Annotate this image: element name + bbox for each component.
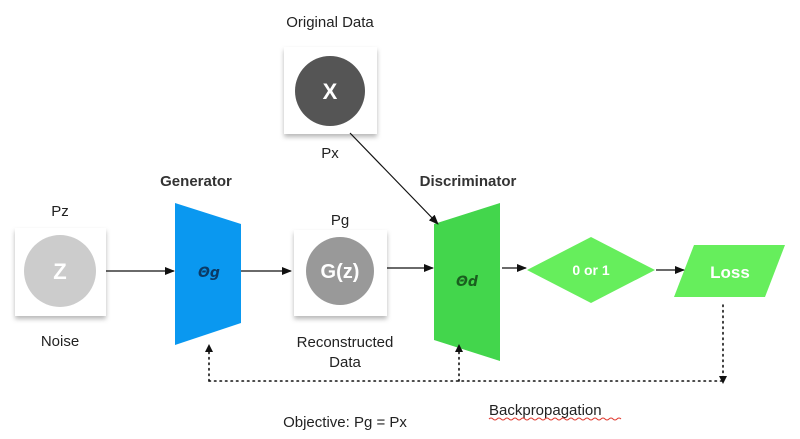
decision-diamond: [527, 237, 655, 303]
noise-distribution: Pz: [51, 203, 69, 220]
arrow-original-to-discriminator: [349, 132, 439, 225]
noise-symbol: Z: [53, 259, 66, 284]
decision-label: 0 or 1: [572, 262, 610, 278]
backprop-arrowhead-generator: [205, 344, 213, 352]
reconstructed-caption-line1: Reconstructed: [297, 334, 394, 351]
noise-circle: [24, 235, 96, 307]
original-data-circle: [295, 56, 365, 126]
backpropagation-label: Backpropagation: [489, 402, 602, 419]
original-data-distribution: Px: [321, 145, 339, 162]
generator-param: Θg: [198, 265, 220, 281]
discriminator-trapezoid: [434, 203, 500, 361]
discriminator-param: Θd: [456, 274, 479, 290]
discriminator-title: Discriminator: [420, 173, 517, 190]
backprop-arrowhead-down: [719, 376, 727, 384]
reconstructed-circle: [306, 237, 374, 305]
reconstructed-symbol: G(z): [321, 261, 360, 283]
reconstructed-distribution: Pg: [331, 212, 349, 229]
objective-label: Objective: Pg = Px: [283, 414, 407, 431]
spellcheck-underline: [488, 417, 622, 421]
noise-caption: Noise: [41, 333, 79, 350]
original-data-symbol: X: [323, 79, 338, 104]
reconstructed-caption-line2: Data: [329, 354, 361, 371]
generator-title: Generator: [160, 173, 232, 190]
loss-parallelogram: [674, 245, 785, 297]
generator-trapezoid: [175, 203, 241, 345]
original-data-title: Original Data: [286, 14, 374, 31]
loss-label: Loss: [710, 263, 750, 282]
backprop-arrowhead-discriminator: [455, 344, 463, 352]
